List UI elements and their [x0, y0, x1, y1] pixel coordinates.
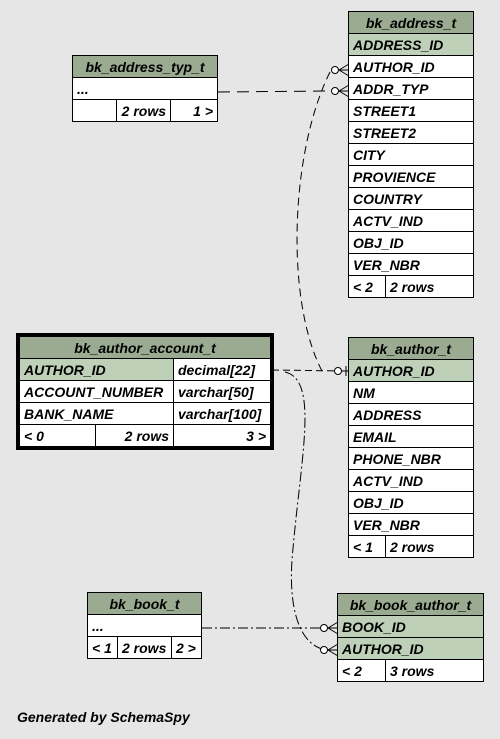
- crowfoot-book-author-book-id: [320, 621, 339, 635]
- footer-parents[interactable]: < 2: [348, 275, 386, 298]
- column-author-id: AUTHOR_ID: [19, 358, 174, 381]
- footer-row-count: 2 rows: [95, 424, 174, 447]
- column-author-id: AUTHOR_ID: [348, 55, 474, 78]
- column-type: varchar[50]: [173, 380, 271, 403]
- column-nm: NM: [348, 381, 474, 404]
- column-city: CITY: [348, 143, 474, 166]
- column-actv-ind: ACTV_IND: [348, 209, 474, 232]
- footer-children[interactable]: 2 >: [171, 636, 202, 659]
- table-body: ...: [87, 614, 202, 637]
- link-author-to-author-account: [271, 369, 347, 372]
- column-provience: PROVIENCE: [348, 165, 474, 188]
- table-body: ...: [72, 77, 218, 100]
- column-obj-id: OBJ_ID: [348, 231, 474, 254]
- crowfoot-address-addr-typ: [331, 84, 350, 98]
- link-author-to-address: [296, 69, 332, 372]
- column-bank-name: BANK_NAME: [19, 402, 174, 425]
- footer-parents[interactable]: < 0: [19, 424, 96, 447]
- footer-row-count: 2 rows: [385, 275, 474, 298]
- table-title[interactable]: bk_address_t: [348, 11, 474, 34]
- column-street2: STREET2: [348, 121, 474, 144]
- footer-parents[interactable]: < 2: [337, 659, 386, 682]
- footer-children[interactable]: 3 >: [173, 424, 271, 447]
- table-title[interactable]: bk_book_t: [87, 592, 202, 615]
- footer-row-count: 2 rows: [117, 636, 172, 659]
- column-addr-typ: ADDR_TYP: [348, 77, 474, 100]
- column-author-id: AUTHOR_ID: [348, 359, 474, 382]
- table-title[interactable]: bk_address_typ_t: [72, 55, 218, 78]
- column-country: COUNTRY: [348, 187, 474, 210]
- table-bk-address-typ[interactable]: bk_address_typ_t ... 2 rows 1 >: [72, 55, 218, 122]
- footer-row-count: 2 rows: [116, 99, 171, 122]
- column-address-id: ADDRESS_ID: [348, 33, 474, 56]
- column-author-id: AUTHOR_ID: [337, 637, 484, 660]
- footer-parents[interactable]: < 1: [348, 535, 386, 558]
- link-author-to-book-author: [284, 371, 331, 651]
- column-email: EMAIL: [348, 425, 474, 448]
- table-title[interactable]: bk_book_author_t: [337, 593, 484, 616]
- table-bk-book[interactable]: bk_book_t ... < 1 2 rows 2 >: [87, 592, 202, 659]
- table-bk-author[interactable]: bk_author_t AUTHOR_ID NM ADDRESS EMAIL P…: [348, 337, 474, 558]
- link-address-typ-to-address: [217, 90, 333, 93]
- table-bk-author-account[interactable]: bk_author_account_t AUTHOR_ID decimal[22…: [16, 333, 274, 450]
- column-type: decimal[22]: [173, 358, 271, 381]
- one-marker-author-id: [334, 366, 349, 376]
- table-bk-book-author[interactable]: bk_book_author_t BOOK_ID AUTHOR_ID < 2 3…: [337, 593, 484, 682]
- column-ver-nbr: VER_NBR: [348, 253, 474, 276]
- column-account-number: ACCOUNT_NUMBER: [19, 380, 174, 403]
- table-title[interactable]: bk_author_account_t: [19, 336, 271, 359]
- footer-parents[interactable]: < 1: [87, 636, 118, 659]
- column-street1: STREET1: [348, 99, 474, 122]
- column-type: varchar[100]: [173, 402, 271, 425]
- column-obj-id: OBJ_ID: [348, 491, 474, 514]
- table-title[interactable]: bk_author_t: [348, 337, 474, 360]
- generated-by-label: Generated by SchemaSpy: [17, 709, 190, 725]
- footer-parents: [72, 99, 117, 122]
- footer-children[interactable]: 1 >: [170, 99, 218, 122]
- column-ver-nbr: VER_NBR: [348, 513, 474, 536]
- crowfoot-address-author-id: [331, 63, 350, 77]
- column-actv-ind: ACTV_IND: [348, 469, 474, 492]
- column-phone-nbr: PHONE_NBR: [348, 447, 474, 470]
- footer-row-count: 2 rows: [385, 535, 474, 558]
- table-bk-address[interactable]: bk_address_t ADDRESS_ID AUTHOR_ID ADDR_T…: [348, 11, 474, 298]
- crowfoot-book-author-author-id: [320, 643, 339, 657]
- column-address: ADDRESS: [348, 403, 474, 426]
- footer-row-count: 3 rows: [385, 659, 484, 682]
- column-book-id: BOOK_ID: [337, 615, 484, 638]
